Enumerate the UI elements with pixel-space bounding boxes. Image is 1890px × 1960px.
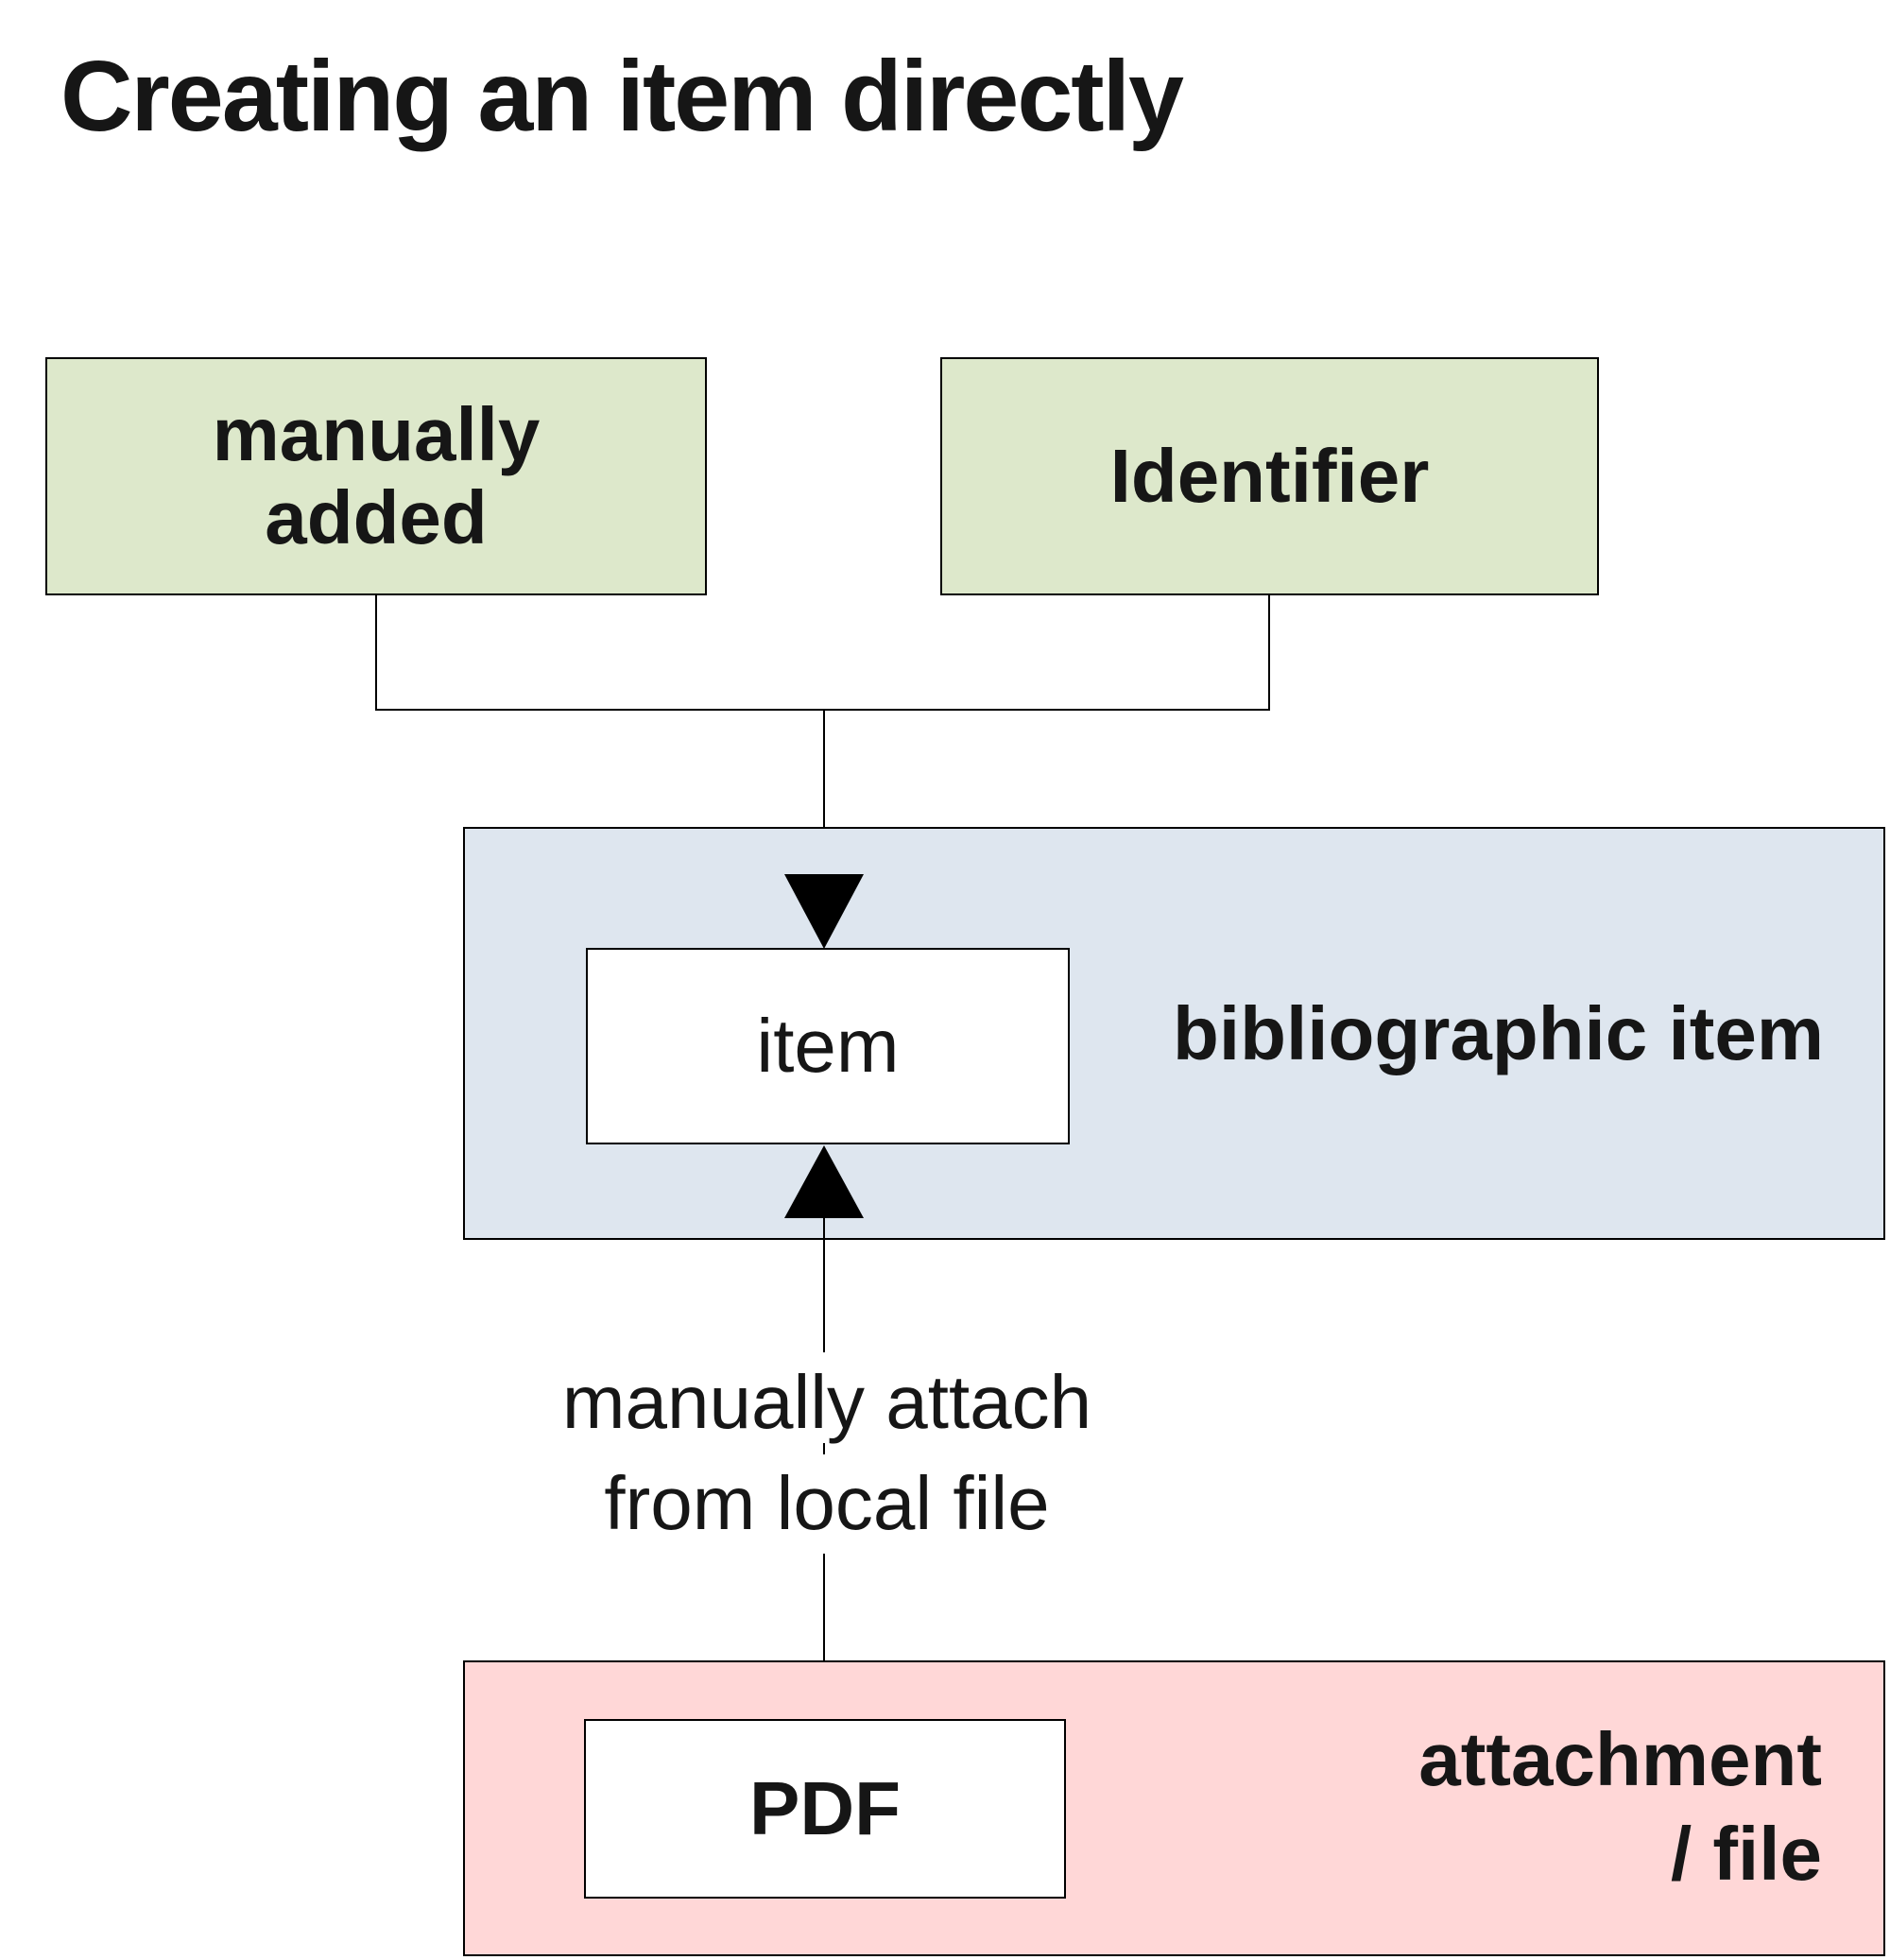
group-attachment-label-line2: / file xyxy=(1670,1812,1822,1896)
node-identifier-label: Identifier xyxy=(1109,434,1430,518)
attach-note-line1: manually attach xyxy=(561,1360,1092,1444)
connector-junction-bar xyxy=(375,709,1270,711)
connector-item-to-note xyxy=(823,1218,825,1352)
group-attachment-label-line1: attachment xyxy=(1418,1717,1822,1801)
node-manually-added: manually added xyxy=(45,357,707,595)
connector-identifier-drop xyxy=(1268,595,1270,711)
connector-junction-to-item xyxy=(823,711,825,875)
attach-note: manually attach from local file xyxy=(435,1351,1219,1554)
connector-note-gap-tick xyxy=(823,1443,825,1454)
group-bibliographic-item-label: bibliographic item xyxy=(1173,991,1824,1075)
item-node-label: item xyxy=(756,1004,900,1088)
page-title: Creating an item directly xyxy=(60,41,1184,152)
pdf-node-label: PDF xyxy=(749,1766,901,1850)
item-node: item xyxy=(586,948,1070,1144)
arrow-down-icon xyxy=(784,874,864,949)
pdf-node: PDF xyxy=(584,1719,1066,1899)
node-manually-added-line2: added xyxy=(265,475,488,559)
attach-note-line2: from local file xyxy=(604,1461,1050,1546)
connector-manual-drop xyxy=(375,595,377,711)
arrow-up-icon xyxy=(784,1145,864,1218)
node-identifier: Identifier xyxy=(940,357,1599,595)
connector-note-to-pdf xyxy=(823,1554,825,1720)
node-manually-added-line1: manually xyxy=(212,392,541,476)
group-attachment-file-label: attachment / file xyxy=(1418,1712,1822,1901)
